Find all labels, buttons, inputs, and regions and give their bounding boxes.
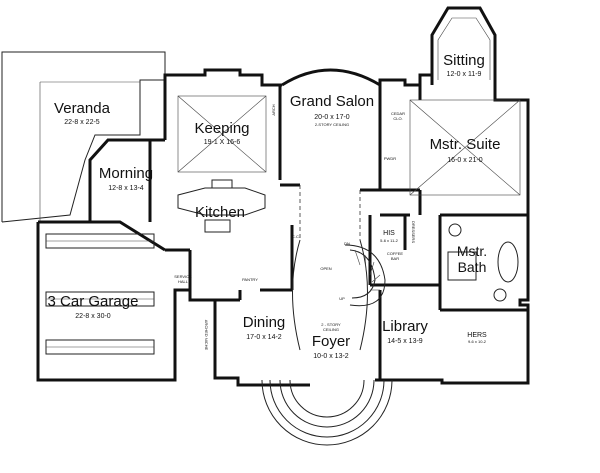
dressers-label: DRESSERS	[411, 221, 416, 243]
his-label: HIS	[383, 230, 395, 237]
sitting-label: Sitting	[443, 52, 485, 69]
keeping-label: Keeping	[194, 120, 249, 137]
mstr-bath-label-1: Mstr.	[457, 243, 487, 259]
foyer-label: Foyer	[312, 333, 350, 350]
garage-doors	[45, 233, 155, 355]
morning-dims: 12-8 x 13-4	[108, 185, 144, 192]
dining-label: Dining	[243, 314, 286, 331]
foyer-note-2: CEILING	[323, 327, 339, 332]
dining-dims: 17-0 x 14-2	[246, 334, 282, 341]
coffee-bar-label-1: COFFEE	[387, 251, 404, 256]
garage-label: 3 Car Garage	[48, 293, 139, 310]
arched-niche-label: ARCHED NICHE	[204, 320, 209, 351]
mstr-suite-dims: 16-0 x 21-0	[447, 157, 483, 164]
library-dims: 14-5 x 13-9	[387, 338, 423, 345]
sitting-ceiling	[437, 17, 491, 80]
service-hall-label-2: HALL	[178, 279, 189, 284]
keeping-ceiling	[177, 95, 267, 173]
room-labels: Veranda 22-8 x 22-5 Keeping 19-1 X 16-6 …	[48, 52, 501, 360]
front-porch	[261, 379, 393, 446]
kitchen-island	[177, 179, 266, 233]
up-label: UP	[339, 296, 345, 301]
his-dims: 5-6 x 11-2	[380, 238, 398, 243]
cedar-label-1: CEDAR	[391, 111, 405, 116]
master-bath-fixtures	[447, 223, 519, 302]
salon-dashes	[299, 185, 361, 240]
hers-label: HERS	[467, 332, 487, 339]
arch-label: ARCH	[271, 104, 276, 115]
service-hall-label-1: SERVICE	[174, 274, 192, 279]
dn-label: DN	[344, 241, 350, 246]
morning-label: Morning	[99, 165, 153, 182]
veranda-dims: 22-8 x 22-5	[64, 119, 100, 126]
sitting-dims: 12-0 x 11-9	[447, 71, 482, 78]
grand-salon-label: Grand Salon	[290, 93, 374, 110]
grand-salon-note: 2-STORY CEILING	[315, 122, 349, 127]
keeping-dims: 19-1 X 16-6	[204, 139, 241, 146]
cc-label: C.C.	[292, 234, 300, 239]
foyer-dims: 10-0 x 13-2	[313, 353, 349, 360]
mstr-suite-ceiling	[409, 99, 521, 196]
grand-salon-dims: 20-0 x 17-0	[314, 114, 350, 121]
coffee-bar-label-2: BAR	[391, 256, 399, 261]
pantry-label: PANTRY	[242, 277, 258, 282]
foyer-note-1: 2 - STORY	[321, 322, 341, 327]
library-label: Library	[382, 318, 428, 335]
pwdr-label: PWDR	[384, 156, 396, 161]
veranda-area	[1, 51, 166, 223]
interior-walls	[165, 85, 528, 380]
mstr-bath-label-2: Bath	[458, 259, 487, 275]
cedar-label-2: CLO.	[393, 116, 402, 121]
kitchen-label: Kitchen	[195, 204, 245, 221]
veranda-label: Veranda	[54, 100, 111, 117]
small-labels: CEDAR CLO. PWDR DRESSERS COFFEE BAR SERV…	[174, 104, 416, 350]
foyer-stair	[292, 239, 386, 351]
garage-dims: 22-8 x 30-0	[75, 313, 111, 320]
hers-dims: 9-6 x 10-2	[468, 339, 487, 344]
mstr-suite-label: Mstr. Suite	[430, 136, 501, 153]
exterior-walls	[36, 6, 530, 387]
open-label: OPEN	[320, 266, 331, 271]
